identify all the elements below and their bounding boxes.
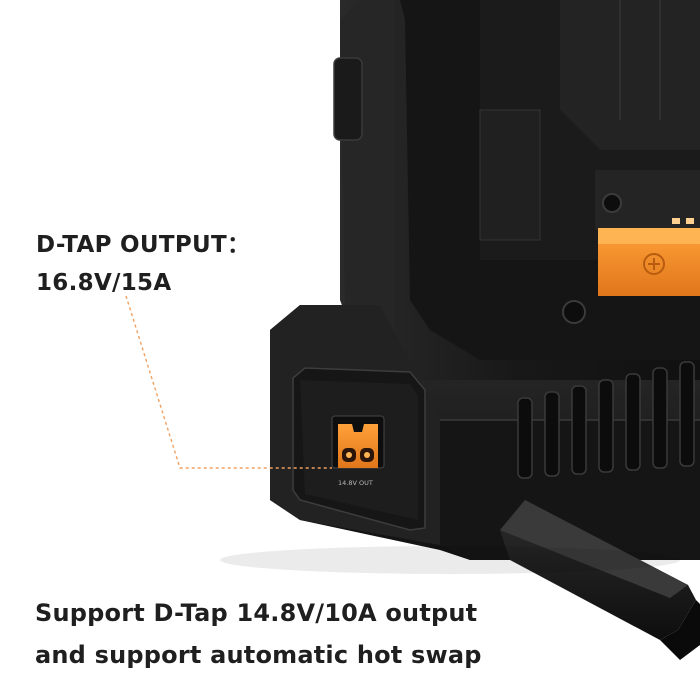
battery-terminal (598, 218, 700, 296)
feature-caption: Support D-Tap 14.8V/10A output and suppo… (35, 592, 482, 676)
callout-leader-line (125, 295, 332, 469)
screw-icon (602, 193, 622, 213)
feature-caption-line2: and support automatic hot swap (35, 641, 482, 669)
upper-housing (333, 0, 700, 400)
callout-title-line1: D-TAP OUTPUT： (36, 232, 251, 258)
feature-caption-line1: Support D-Tap 14.8V/10A output (35, 599, 478, 627)
screw-icon (562, 300, 586, 324)
callout-title-line2: 16.8V/15A (36, 270, 172, 296)
floor-shadow (220, 546, 680, 574)
release-lever (500, 500, 700, 660)
cooling-fins-icon (517, 361, 695, 479)
d-tap-connector-icon (331, 415, 385, 469)
port-label: 14.8V OUT (338, 479, 373, 487)
callout-title: D-TAP OUTPUT： 16.8V/15A (36, 226, 250, 302)
